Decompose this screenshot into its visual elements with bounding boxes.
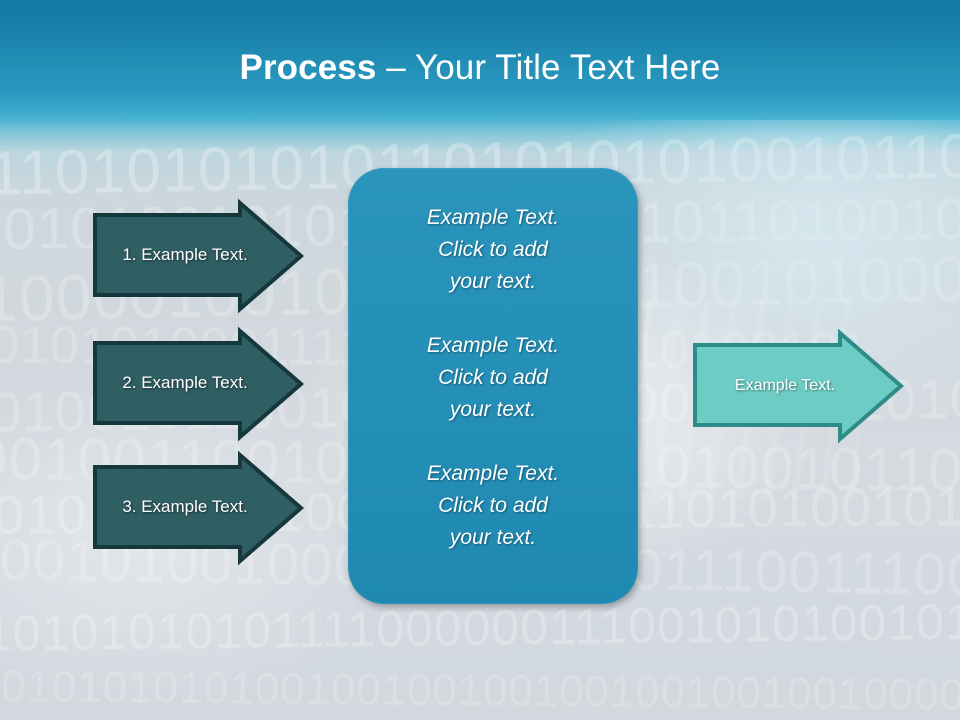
center-text-block-1: Example Text. Click to add your text. xyxy=(378,202,608,298)
right-arrow[interactable]: Example Text. xyxy=(690,328,906,444)
left-arrow-3[interactable]: 3. Example Text. xyxy=(90,450,306,566)
center-text-block-3-line-1: Example Text. xyxy=(426,462,560,485)
slide-title-rest: – Your Title Text Here xyxy=(376,48,721,87)
center-text-block-3: Example Text. Click to add your text. xyxy=(378,458,608,554)
left-arrow-1[interactable]: 1. Example Text. xyxy=(90,198,306,314)
left-arrow-2[interactable]: 2. Example Text. xyxy=(90,326,306,442)
right-arrow-shape xyxy=(693,328,905,444)
center-text-block-1-line-1: Example Text. xyxy=(426,206,560,229)
center-text-block-2-line-3: your text. xyxy=(449,398,537,421)
slide-title-strong: Process xyxy=(239,48,377,87)
center-text-block-1-line-3: your text. xyxy=(449,270,537,293)
center-text-block-3-line-2: Click to add xyxy=(438,494,548,517)
left-arrow-2-shape xyxy=(93,326,305,442)
center-process-box[interactable]: Example Text. Click to add your text. Ex… xyxy=(348,168,638,604)
center-text-block-2: Example Text. Click to add your text. xyxy=(378,330,608,426)
left-arrow-3-shape xyxy=(93,450,305,566)
center-text-block-2-line-1: Example Text. xyxy=(426,334,560,357)
left-arrow-1-shape xyxy=(93,198,305,314)
center-text-block-1-line-2: Click to add xyxy=(438,238,548,261)
slide-title: Process – Your Title Text Here xyxy=(0,46,960,90)
center-text-block-3-line-3: your text. xyxy=(449,526,537,549)
center-text-block-2-line-2: Click to add xyxy=(438,366,548,389)
